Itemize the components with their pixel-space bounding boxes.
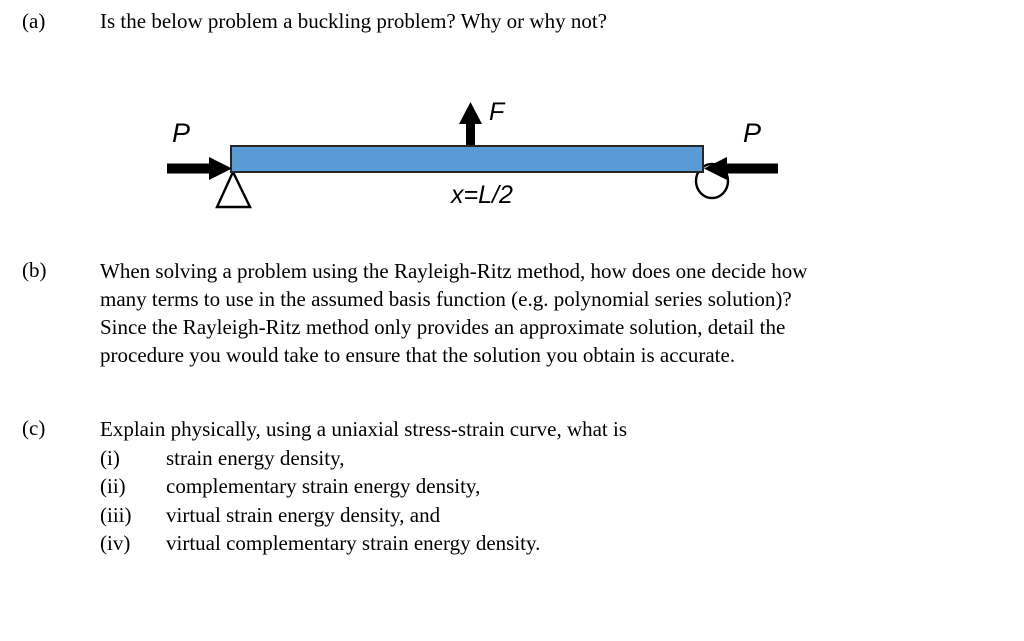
sub-item-number-iii: (iii): [100, 502, 132, 527]
part-c-sublist: (i) strain energy density, (ii) compleme…: [100, 444, 980, 558]
question-part-a: (a) Is the below problem a buckling prob…: [22, 8, 982, 35]
sub-item-text-iii: virtual strain energy density, and: [166, 502, 441, 527]
question-part-c: (c) Explain physically, using a uniaxial…: [22, 415, 997, 558]
right-load-label-P: P: [743, 118, 761, 148]
sub-item-text-iv: virtual complementary strain energy dens…: [166, 531, 541, 555]
left-load-label-P: P: [172, 118, 190, 148]
sub-item-text-i: strain energy density,: [166, 445, 345, 470]
part-a-label: (a): [22, 9, 46, 33]
part-b-line-2: many terms to use in the assumed basis f…: [100, 287, 792, 311]
list-item: (i) strain energy density,: [100, 444, 980, 473]
beam-member: [230, 145, 704, 173]
part-b-label: (b): [22, 258, 47, 282]
list-item: (ii) complementary strain energy density…: [100, 472, 980, 501]
part-b-line-4: procedure you would take to ensure that …: [100, 343, 736, 367]
sub-item-number-ii: (ii): [100, 474, 126, 498]
left-load-arrow: [167, 157, 232, 180]
right-load-arrow: [704, 157, 778, 180]
sub-item-number-i: (i): [100, 445, 120, 470]
transverse-load-label-F: F: [489, 98, 506, 126]
part-c-intro: Explain physically, using a uniaxial str…: [100, 417, 628, 441]
part-b-line-3: Since the Rayleigh-Ritz method only prov…: [100, 315, 786, 339]
question-part-b: (b) When solving a problem using the Ray…: [22, 257, 997, 369]
pin-support-triangle: [215, 169, 252, 209]
part-c-label: (c): [22, 416, 46, 440]
part-a-text: Is the below problem a buckling problem?…: [100, 9, 607, 33]
part-b-line-1: When solving a problem using the Rayleig…: [100, 259, 808, 283]
sub-item-text-ii: complementary strain energy density,: [166, 474, 481, 498]
part-c-text: Explain physically, using a uniaxial str…: [100, 415, 980, 558]
sub-item-number-iv: (iv): [100, 531, 131, 555]
list-item: (iv) virtual complementary strain energy…: [100, 529, 980, 558]
position-label-x-equals-L-over-2: x=L/2: [450, 181, 513, 209]
part-b-text: When solving a problem using the Rayleig…: [100, 257, 980, 369]
transverse-load-arrow-F: [459, 102, 482, 147]
list-item: (iii) virtual strain energy density, and: [100, 501, 980, 530]
beam-diagram: F P P x=L/2: [150, 92, 810, 222]
